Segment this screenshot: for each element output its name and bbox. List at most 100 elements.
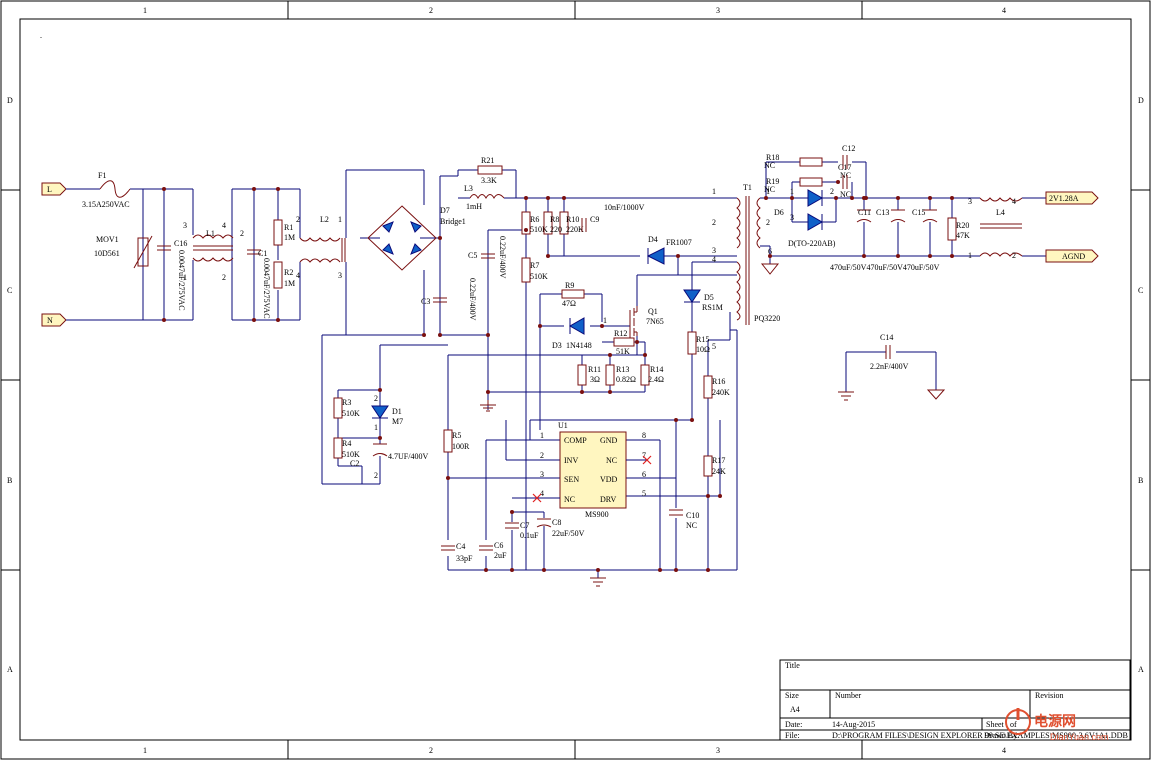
cap-c15-symbol [922, 209, 938, 223]
cap-c2-ref: C2 [350, 459, 359, 468]
sheet-label: Sheet [986, 720, 1005, 729]
cap-c4-value: 33pF [456, 554, 473, 563]
cap-c14-symbol [885, 345, 891, 359]
cap-c16-ref: C16 [174, 239, 187, 248]
diode-d4-symbol [646, 247, 665, 265]
ground-symbol-primary [480, 400, 496, 412]
cap-c4-ref: C4 [456, 542, 465, 551]
l1-pin-1: 1 [183, 273, 187, 282]
cap-c10-value: NC [686, 521, 697, 530]
junction-dots [162, 180, 954, 572]
resistor-r1-ref: R1 [284, 223, 293, 232]
resistor-r14-symbol [640, 364, 650, 386]
fuse-f1-symbol [99, 180, 131, 198]
resistor-r5-symbol [443, 429, 453, 453]
resistor-r3-ref: R3 [342, 398, 351, 407]
l1-pin-2: 2 [222, 273, 226, 282]
resistor-r21-symbol [477, 165, 503, 175]
row-label-left-d: D [7, 96, 13, 105]
cap-c6-symbol [479, 545, 493, 551]
bridge-d7-value: Bridge1 [440, 217, 466, 226]
resistor-r13-symbol [605, 364, 615, 386]
choke-l4-symbol [979, 197, 1023, 257]
resistor-r18-value: NC [764, 161, 775, 170]
inductor-l3-symbol [469, 194, 505, 200]
resistor-r1-value: 1M [284, 233, 295, 242]
startup-wires [321, 334, 448, 485]
file-value: D:\PROGRAM FILES\DESIGN EXPLORER 99 SE\E… [832, 731, 1128, 740]
diode-d1-ref: D1 [392, 407, 402, 416]
resistor-r17-value: 24K [712, 467, 726, 476]
t1-pin-4: 4 [712, 255, 716, 264]
size-label: Size [785, 691, 799, 700]
col-label-top-1: 1 [143, 6, 147, 15]
size-value: A4 [790, 705, 800, 714]
ground-symbol-secondary [760, 263, 780, 275]
transformer-t1-value: PQ3220 [754, 314, 780, 323]
resistor-r8-value: 220 [550, 225, 562, 234]
title-block [779, 659, 1131, 741]
ic-pin-num-2: 2 [540, 451, 544, 460]
cap-c1-value: 0.0047uF/275VAC [262, 258, 271, 319]
d6-pin-1: 1 [790, 187, 794, 196]
cap-c12-ref: C12 [842, 144, 855, 153]
inner-border [19, 18, 1132, 741]
ic-pin-drv: DRV [600, 495, 616, 504]
cap-c8-symbol [536, 518, 552, 528]
diode-d3-value: 1N4148 [566, 341, 592, 350]
title-label: Title [785, 661, 800, 670]
ic-pin-sen: SEN [564, 475, 579, 484]
cap-c8-value: 22uF/50V [552, 529, 585, 538]
ic-pin-num-1: 1 [540, 431, 544, 440]
resistor-r6-ref: R6 [530, 215, 539, 224]
resistor-r12-value: 51K [616, 347, 630, 356]
port-neutral-label: N [47, 316, 53, 325]
cap-c8-ref: C8 [552, 518, 561, 527]
diode-d3-ref: D3 [552, 341, 562, 350]
cap-c5-ref: C5 [468, 251, 477, 260]
cap-c17-value: NC [840, 190, 851, 199]
l2-pin-2: 2 [296, 215, 300, 224]
port-output-positive [1045, 191, 1099, 205]
col-label-top-4: 4 [1002, 6, 1006, 15]
resistor-r20-symbol [947, 217, 957, 241]
resistor-r12-symbol [613, 337, 635, 347]
cap-c9-ref: C9 [590, 215, 599, 224]
cap-c7-value: 0.1uF [520, 531, 539, 540]
row-label-right-a: A [1138, 665, 1144, 674]
port-output-gnd [1045, 249, 1099, 263]
row-label-left-a: A [7, 665, 13, 674]
cap-c3-ref: C3 [421, 297, 430, 306]
cap-c9-value: 10nF/1000V [604, 203, 645, 212]
diode-d5-value: RS1M [702, 303, 723, 312]
resistor-r7-ref: R7 [530, 261, 539, 270]
cap-c3-value: 0.22uF/400V [468, 278, 477, 321]
mov1-symbol [137, 237, 149, 267]
no-connect-pin7 [642, 455, 652, 465]
c2-pin-2: 2 [374, 471, 378, 480]
cap-c6-value: 2uF [494, 551, 507, 560]
diode-d4-value: FR1007 [666, 238, 692, 247]
resistor-r7-symbol [521, 257, 531, 283]
cap-c11-ref: C11 [858, 208, 871, 217]
l4-pin-1: 1 [968, 251, 972, 260]
diode-d6-value: D(TO-220AB) [788, 239, 836, 248]
cap-c5-value: 0.22uF/400V [498, 236, 507, 279]
q1-pin-1: 1 [603, 316, 607, 325]
port-line [41, 182, 67, 196]
l1-pin-3: 3 [183, 221, 187, 230]
d6-pin-2: 2 [830, 187, 834, 196]
col-label-bottom-2: 2 [429, 746, 433, 755]
inductor-l3-value: 1mH [466, 202, 482, 211]
resistor-r15-ref: R15 [696, 335, 709, 344]
transformer-t1-ref: T1 [743, 183, 752, 192]
diode-d4-ref: D4 [648, 235, 658, 244]
resistor-r20-ref: R20 [956, 221, 969, 230]
primary-winding-wires [729, 261, 737, 331]
resistor-r14-ref: R14 [650, 365, 663, 374]
cap-c13-ref: C13 [876, 208, 889, 217]
d1-pin-2: 2 [374, 394, 378, 403]
l2-pin-3: 3 [338, 271, 342, 280]
